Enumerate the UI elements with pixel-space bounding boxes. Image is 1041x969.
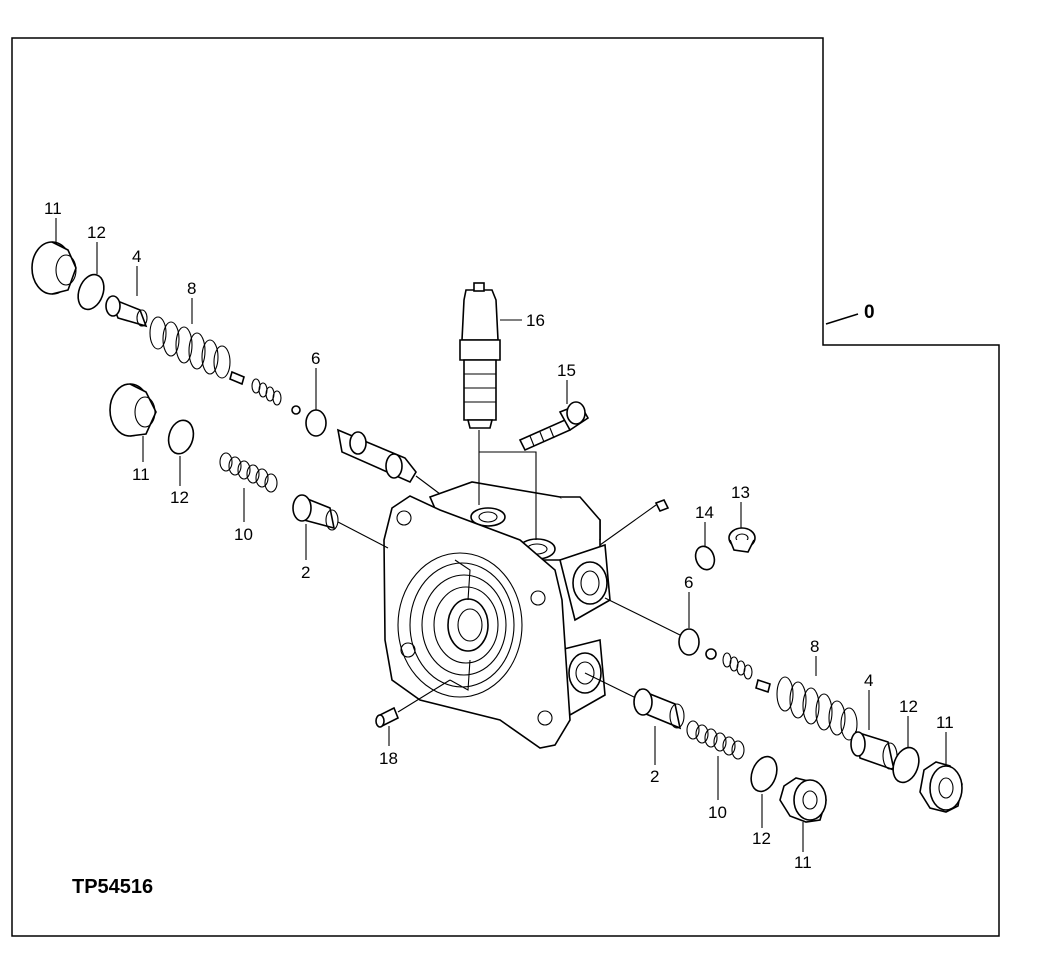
small-spring-right [722,652,753,680]
callout-8-upper-left: 8 [187,279,196,298]
snap-ring-14 [694,545,716,571]
assembly-label: 0 [864,302,875,323]
small-screw-top [654,498,670,513]
piston-2-left [292,494,339,531]
seat-ring-6-right [678,628,700,656]
valve-housing [383,481,611,749]
diagram-border [11,37,1000,937]
plug-11-lower [779,777,827,823]
callout-4-upper-left: 4 [132,247,141,266]
plug-11-left [109,383,157,437]
small-pin-upper-left [229,370,245,386]
callout-11-upper-left: 11 [44,199,62,218]
piston-2-right [633,688,685,730]
callout-14: 14 [695,503,714,522]
o-ring-12-lower-right [892,746,920,784]
callout-15: 15 [557,361,576,380]
o-ring-12-lower [750,755,778,793]
callout-12-lower-right: 12 [899,697,918,716]
callout-16: 16 [526,311,545,330]
small-pin-right [755,678,771,694]
small-spring-upper [251,378,282,406]
sleeve-4-upper-left [105,295,148,328]
spring-8-right [776,676,858,741]
callout-4-right: 4 [864,671,873,690]
figure-id: TP54516 [72,876,153,898]
callout-13: 13 [731,483,750,502]
plug-11-upper-left [31,241,77,295]
callout-10-left: 10 [234,525,253,544]
callout-leaders [55,218,947,852]
callout-8-right: 8 [810,637,819,656]
plug-13 [728,527,756,553]
o-ring-12-upper-left [77,273,105,311]
callout-12-upper-left: 12 [87,223,106,242]
spool-upper [336,428,417,484]
fitting-18 [375,706,400,728]
callout-2-left: 2 [301,563,310,582]
callout-18: 18 [379,749,398,768]
relief-cartridge-16 [459,282,501,429]
callout-6-right: 6 [684,573,693,592]
spring-10-right [686,720,745,760]
o-ring-12-left [167,419,195,455]
callout-12-left: 12 [170,488,189,507]
sleeve-4-right [850,730,898,772]
callout-11-lower: 11 [794,853,812,872]
spring-10-left [219,452,278,493]
ball-upper [291,405,301,415]
plug-11-lower-right [919,761,963,813]
spring-8-upper-left [149,316,231,379]
callout-11-left: 11 [132,465,150,484]
seat-ring-6-upper [305,409,327,437]
callout-6-upper: 6 [311,349,320,368]
callout-12-lower: 12 [752,829,771,848]
callout-10-right: 10 [708,803,727,822]
bolt-15 [518,401,590,452]
ball-right [705,648,717,660]
callout-2-right: 2 [650,767,659,786]
callout-11-lower-right: 11 [936,713,954,732]
